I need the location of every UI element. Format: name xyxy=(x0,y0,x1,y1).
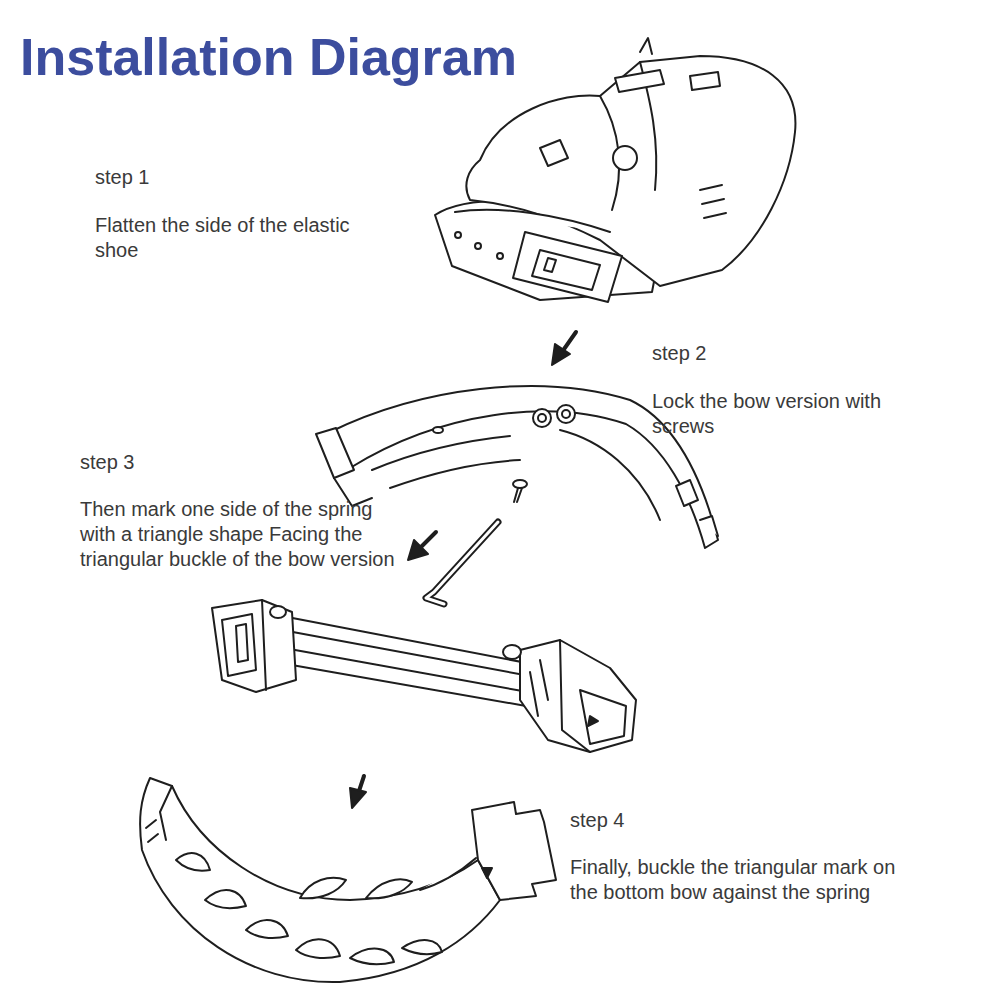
label-slot: step 1 xyxy=(95,165,255,190)
label-slot: step 4 xyxy=(570,808,730,833)
step-instruction: Flatten the side of the elastic shoe xyxy=(95,213,365,263)
step-arrow xyxy=(350,776,366,808)
triangle-mark xyxy=(482,868,492,878)
step-arrow xyxy=(552,332,576,365)
step-arrow xyxy=(408,532,436,560)
label-slot: Flatten the side of the elastic shoe xyxy=(95,213,365,263)
step-instruction: Lock the bow version with screws xyxy=(652,389,912,439)
triangle-mark xyxy=(588,716,598,726)
step-instruction: Finally, buckle the triangular mark on t… xyxy=(570,855,910,905)
label-slot: Then mark one side of the spring with a … xyxy=(80,497,405,572)
label-slot: Finally, buckle the triangular mark on t… xyxy=(570,855,910,905)
label-slot: step 3 xyxy=(80,450,240,475)
allen-key xyxy=(426,522,498,604)
step-label: step 1 xyxy=(95,165,255,190)
step-label: step 3 xyxy=(80,450,240,475)
step-label: step 2 xyxy=(652,341,812,366)
step-label: step 4 xyxy=(570,808,730,833)
label-slot: step 2 xyxy=(652,341,812,366)
bottom-bow xyxy=(140,778,556,982)
step-instruction: Then mark one side of the spring with a … xyxy=(80,497,405,572)
title-slot: Installation Diagram xyxy=(20,26,660,88)
screw xyxy=(513,480,527,502)
spring-assembly xyxy=(212,600,636,752)
label-slot: Lock the bow version with screws xyxy=(652,389,912,439)
diagram-title: Installation Diagram xyxy=(20,26,660,88)
